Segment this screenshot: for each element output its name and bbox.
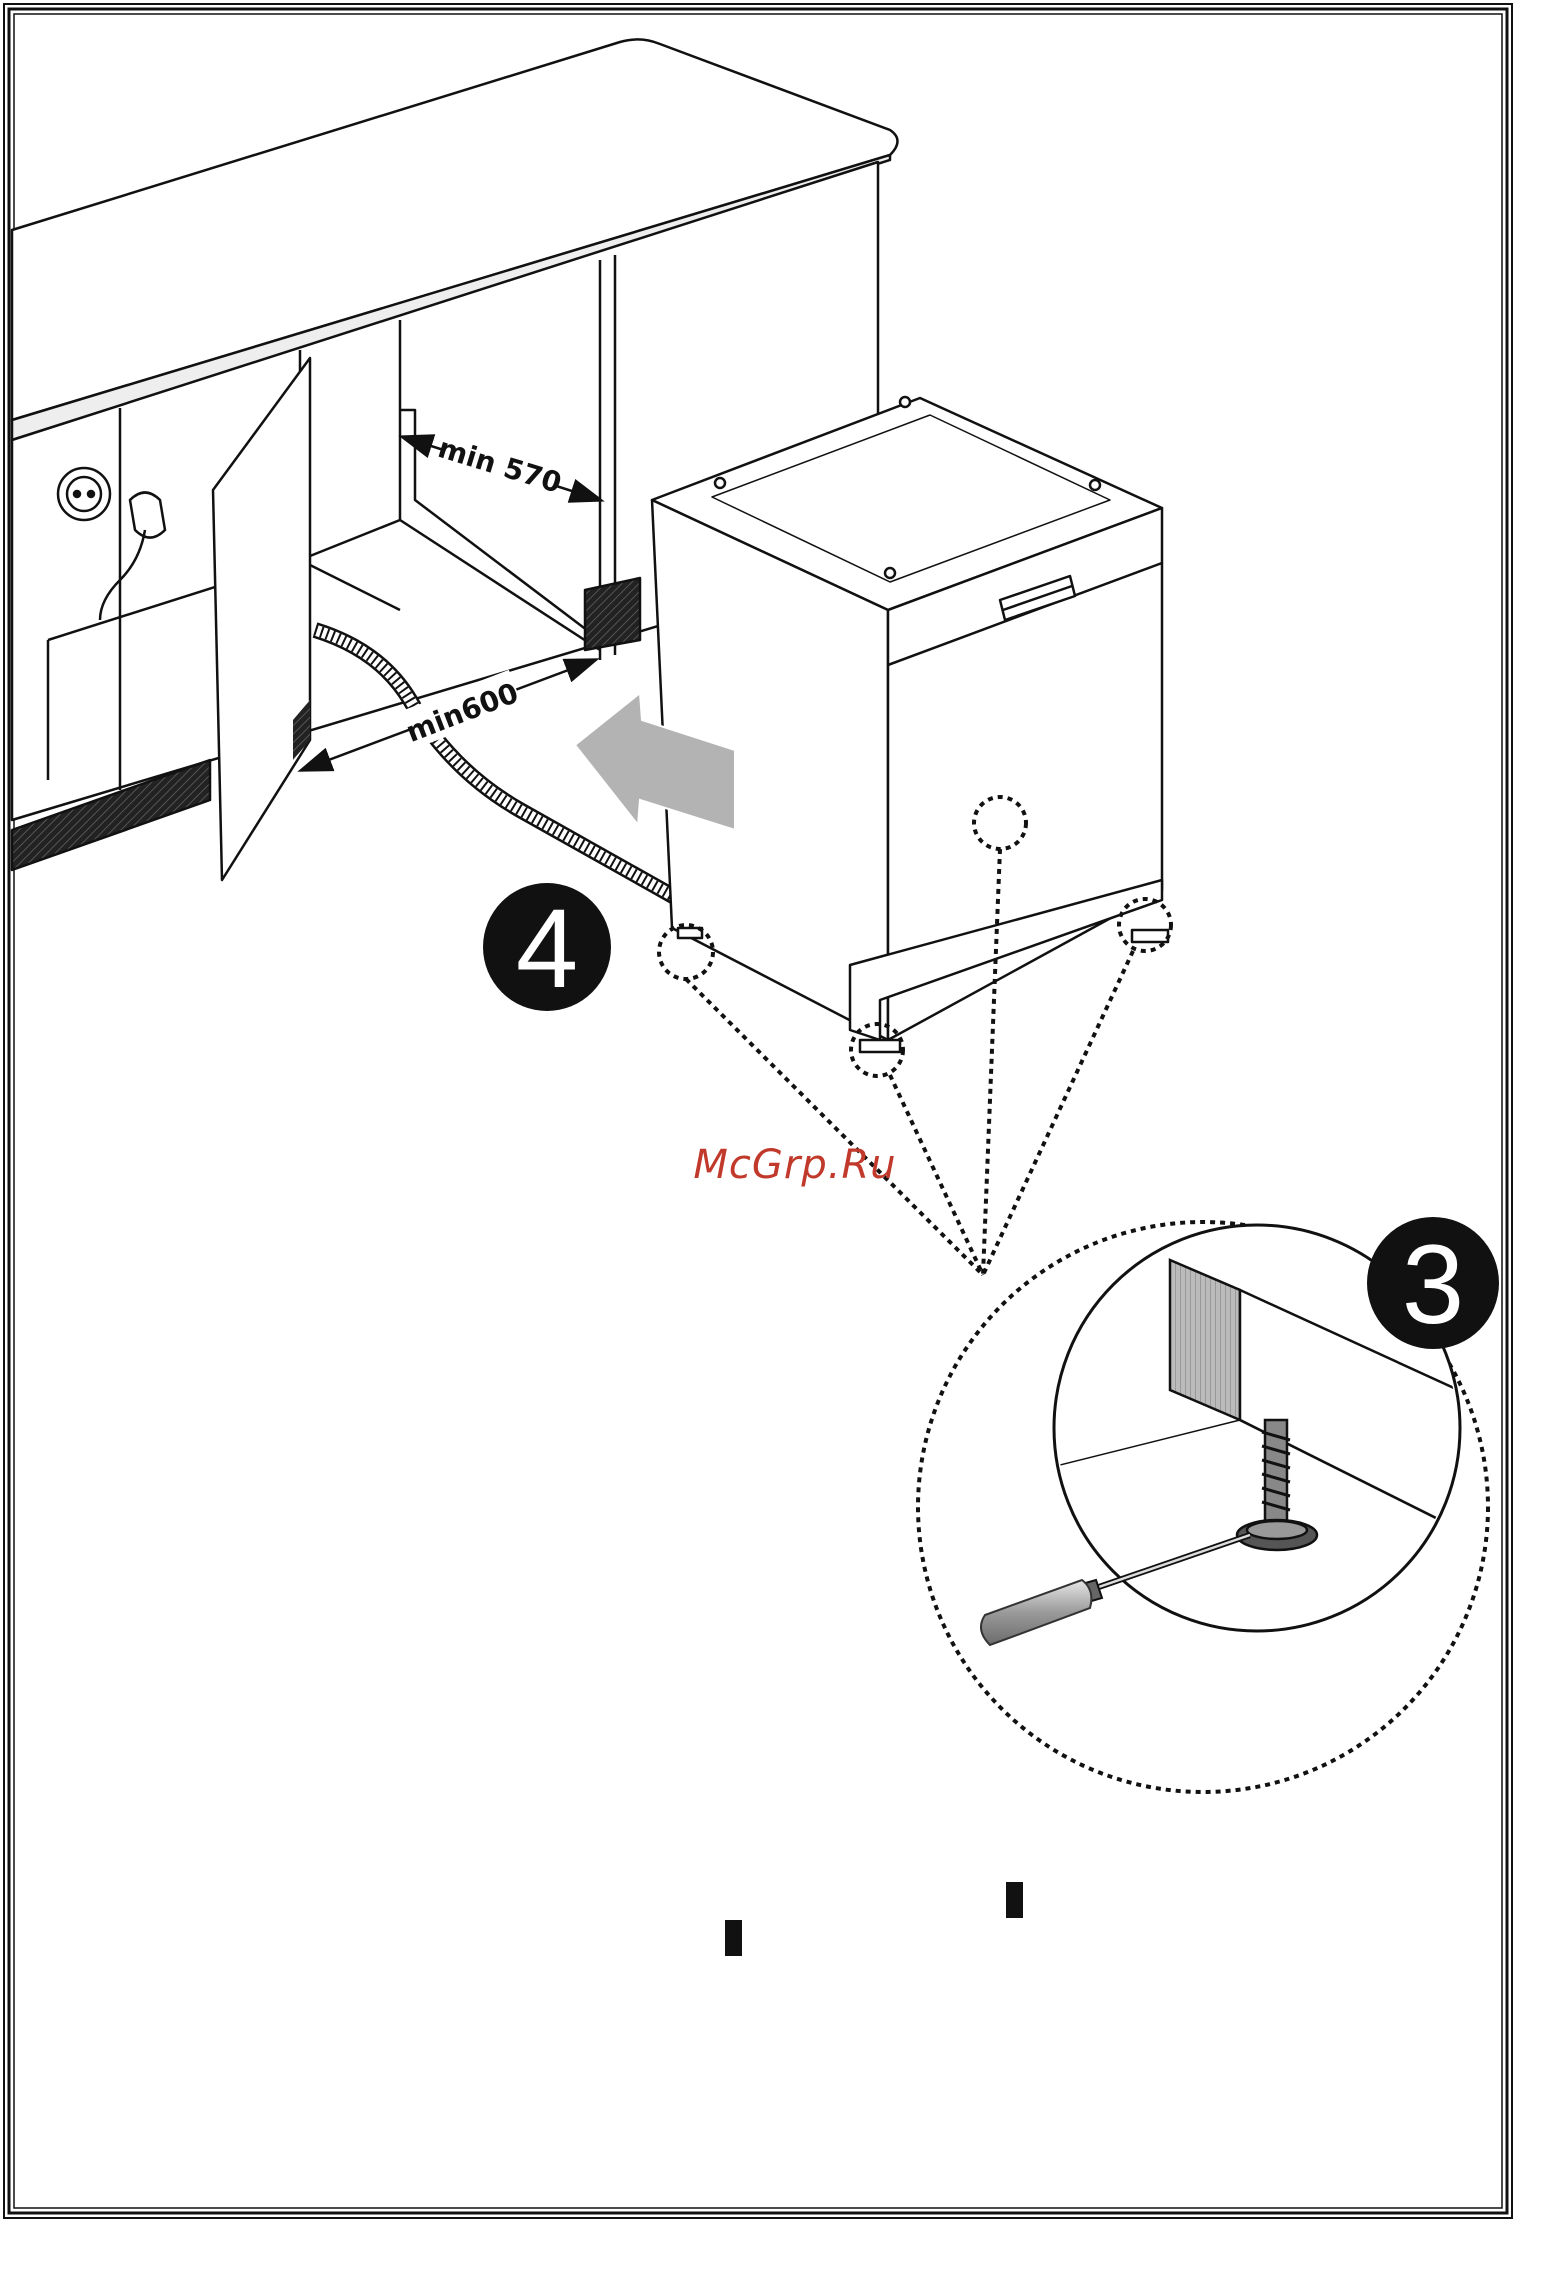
step-badge-install: 4 — [483, 883, 611, 1011]
dishwasher — [652, 397, 1168, 1052]
step-badge-level-feet: 3 — [1367, 1217, 1499, 1349]
power-socket-icon — [58, 468, 110, 520]
step-number-install: 4 — [516, 886, 578, 1011]
step-number-level-feet: 3 — [1402, 1222, 1464, 1347]
text-marker — [725, 1920, 742, 1956]
watermark-text: McGrp.Ru — [693, 1142, 896, 1188]
text-marker — [1006, 1882, 1023, 1918]
